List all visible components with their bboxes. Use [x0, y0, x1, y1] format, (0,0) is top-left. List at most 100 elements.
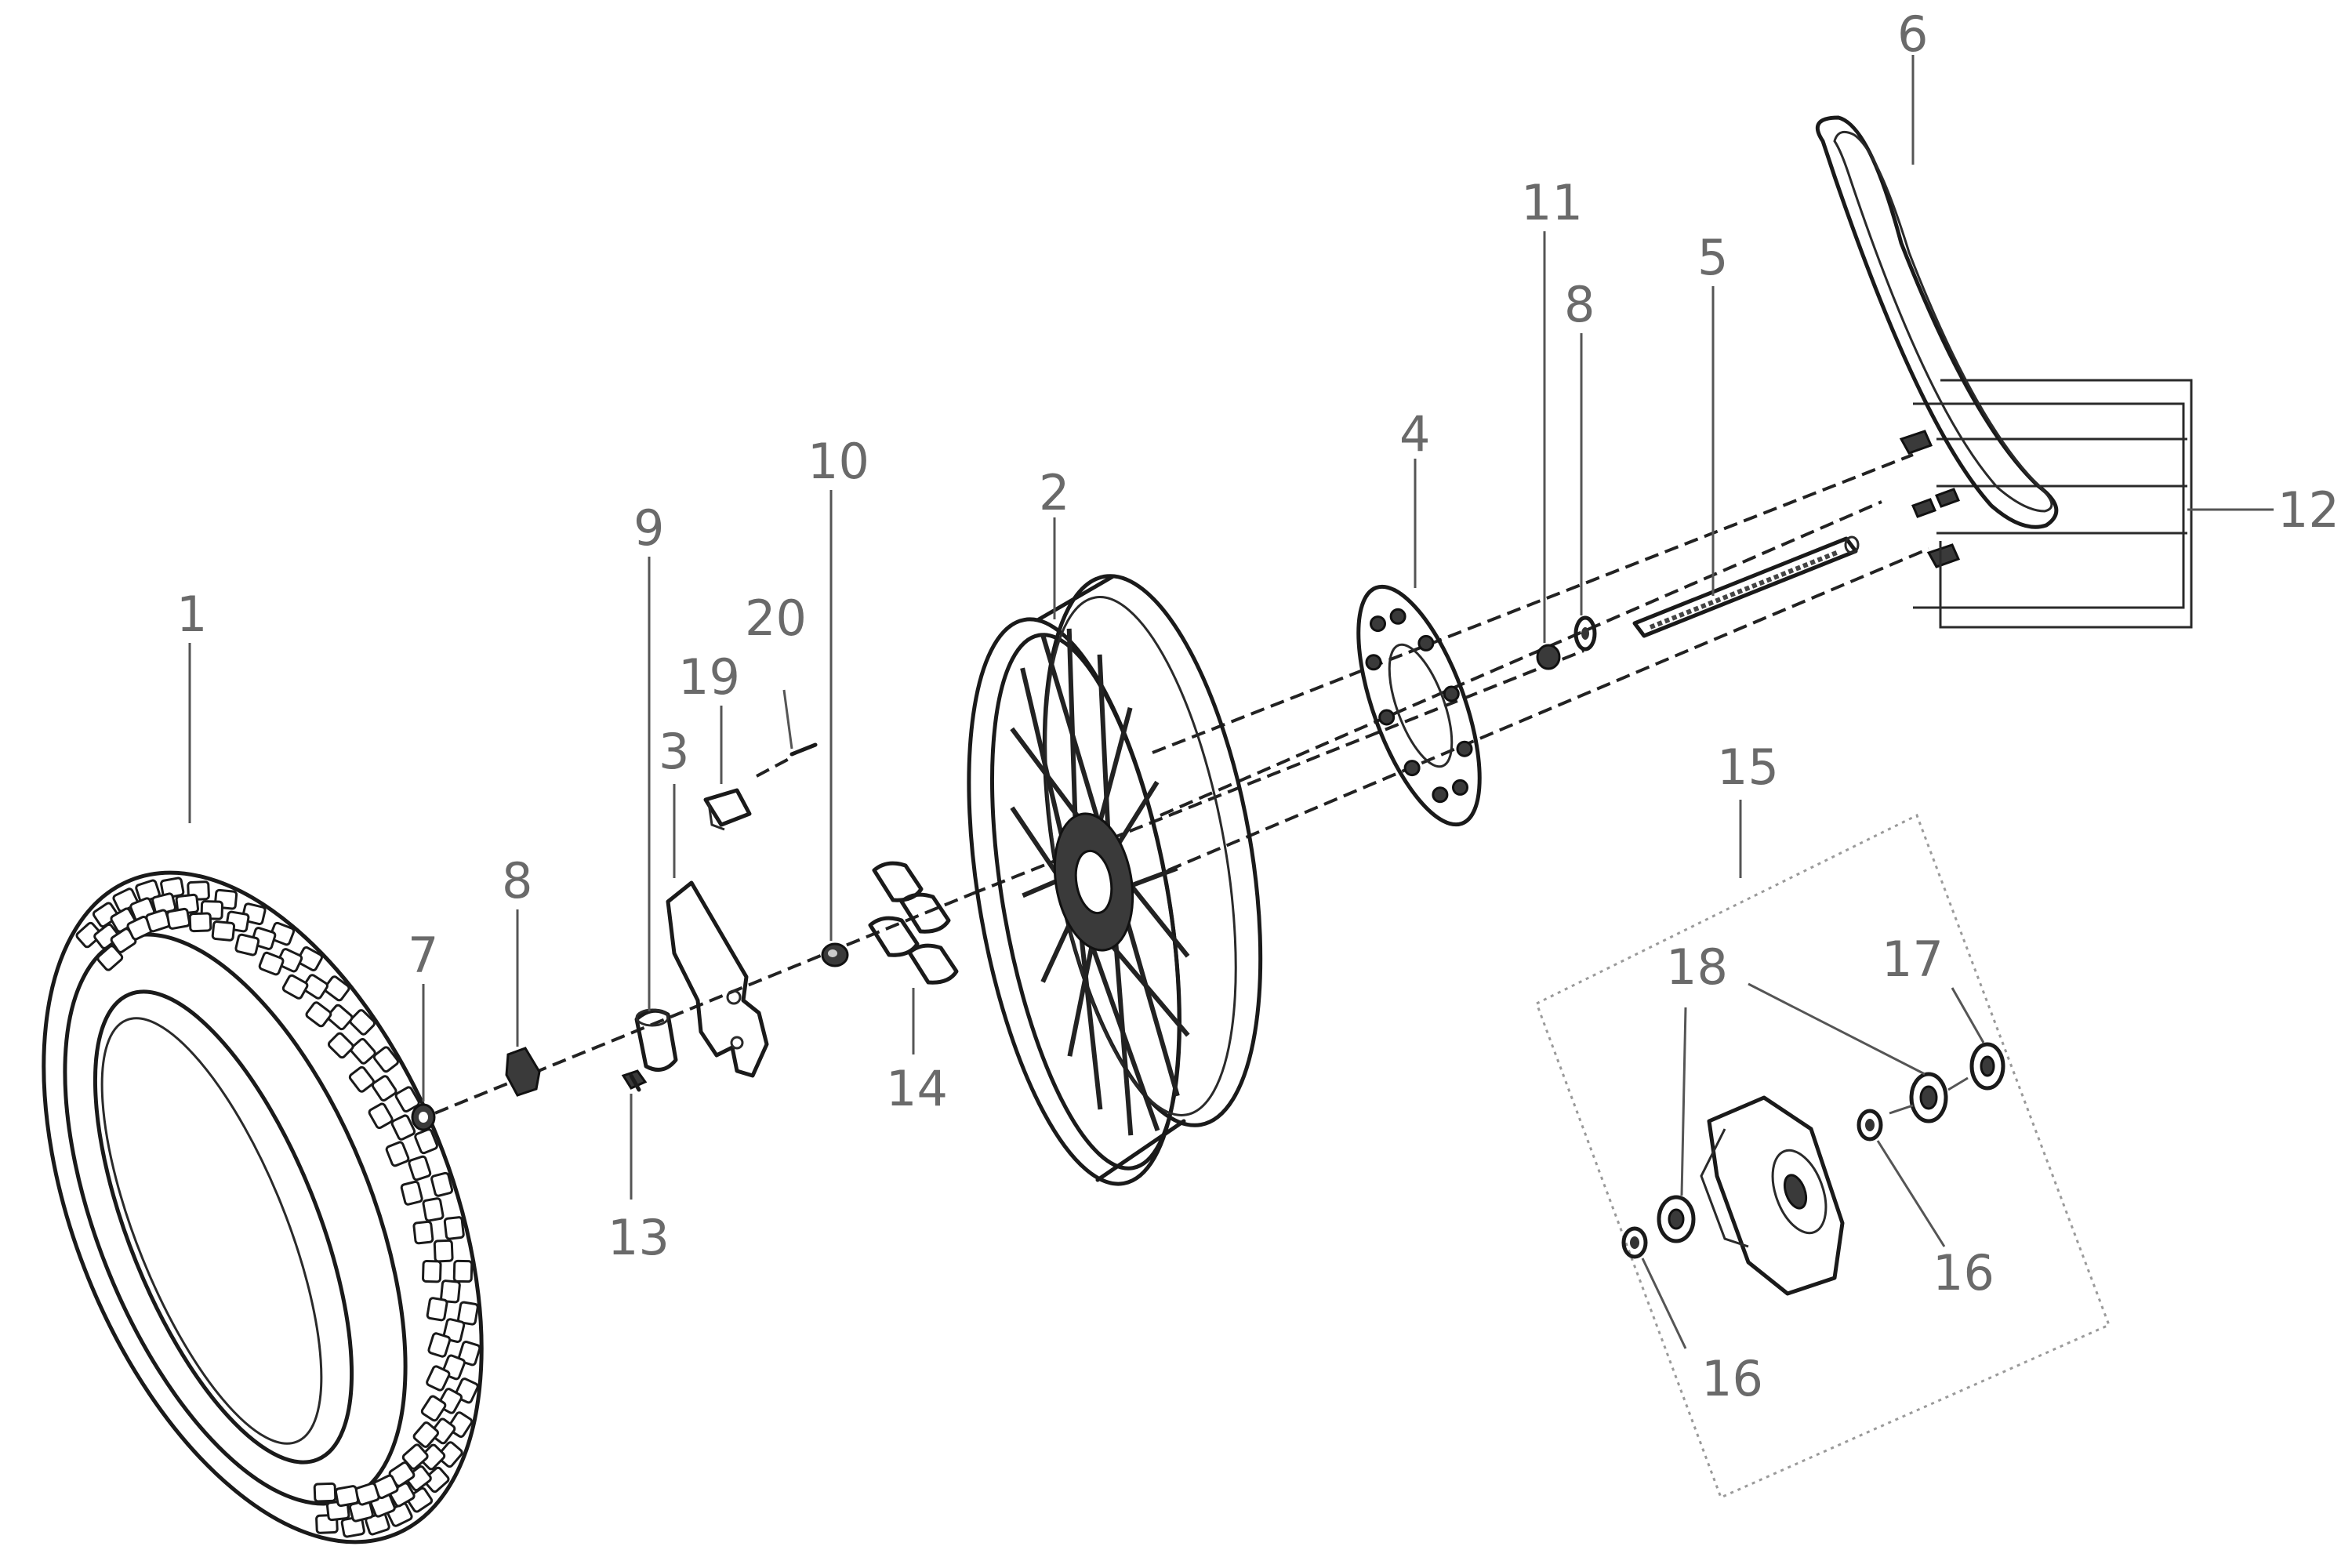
tread-block	[340, 1515, 365, 1538]
label-20: 20	[745, 590, 807, 647]
spacer	[634, 1008, 678, 1072]
washer-right	[1573, 615, 1597, 652]
tread-block	[305, 1001, 332, 1028]
hub-spacer-right	[1857, 1109, 1883, 1142]
tread-block	[437, 1441, 463, 1468]
hub-spacer-left	[1621, 1226, 1648, 1259]
tread-block	[422, 1259, 442, 1283]
label-3: 3	[659, 723, 689, 780]
tread-block	[372, 1046, 399, 1073]
tread-block	[412, 1220, 434, 1245]
tread-block	[400, 1180, 423, 1206]
tread-block	[160, 877, 185, 899]
tread-block	[457, 1341, 481, 1367]
square-nut	[703, 788, 752, 831]
tread-block	[327, 1032, 354, 1059]
tread-block	[334, 1485, 360, 1508]
collar	[821, 942, 849, 967]
tread-block	[426, 1365, 451, 1392]
label-4: 4	[1399, 405, 1430, 463]
label-19: 19	[678, 648, 740, 706]
label-13: 13	[608, 1209, 670, 1266]
tread-block	[281, 974, 309, 1000]
tread-block	[452, 1259, 474, 1283]
tread-block	[326, 1004, 354, 1031]
label-16-left: 16	[1701, 1350, 1763, 1407]
hub-bearing-left	[1657, 1195, 1696, 1243]
sprocket-hole	[1417, 634, 1435, 652]
tire-tread	[75, 877, 481, 1538]
sprocket-hole	[1452, 779, 1468, 796]
sprocket-hole	[1378, 709, 1396, 726]
tire	[42, 870, 484, 1544]
tread-block	[313, 1482, 337, 1503]
hub-dampers	[868, 861, 959, 985]
sprocket-bolt-holes	[1365, 608, 1473, 804]
label-10: 10	[808, 433, 869, 490]
sprocket-bolts	[1899, 430, 1961, 568]
tread-block	[211, 920, 236, 942]
tread-block	[422, 1197, 445, 1222]
tread-block	[269, 921, 296, 946]
label-17: 17	[1882, 931, 1944, 988]
tread-block	[443, 1216, 465, 1240]
tread-block	[350, 1038, 376, 1065]
drive-chain	[1815, 115, 2059, 529]
tread-block	[368, 1102, 394, 1130]
washer-left	[505, 1047, 541, 1097]
tread-block	[276, 948, 303, 973]
tread-block	[348, 1065, 375, 1093]
tread-block	[296, 946, 323, 971]
sprocket-hole	[1365, 654, 1382, 671]
chain-adjuster-plate	[666, 880, 769, 1078]
sprocket-hole	[1456, 740, 1473, 757]
label-9: 9	[633, 499, 664, 557]
tread-block	[420, 1395, 447, 1422]
tread-block	[423, 1466, 450, 1494]
tread-block	[302, 974, 328, 1000]
label-7: 7	[408, 927, 438, 984]
part-labels: 1 2 3 4 5 6 7 8 8 9 10 11 12 13 14 15 16…	[176, 5, 2339, 1407]
label-8-left: 8	[502, 852, 532, 909]
spoked-wheel-rim	[967, 574, 1263, 1186]
tread-block	[440, 1279, 461, 1304]
tread-block	[430, 1417, 456, 1445]
sprocket-hole	[1389, 608, 1406, 625]
label-8-right: 8	[1564, 276, 1595, 333]
label-12: 12	[2278, 481, 2339, 539]
label-6: 6	[1897, 5, 1928, 63]
tread-block	[390, 1114, 416, 1141]
tread-block	[426, 1297, 448, 1322]
label-2: 2	[1039, 464, 1069, 521]
hub-bearing-right	[1909, 1072, 1948, 1123]
tread-block	[457, 1301, 479, 1326]
leader-lines	[188, 55, 1985, 1349]
tread-block	[349, 1009, 376, 1036]
axle-nut-right	[1536, 644, 1561, 670]
label-11: 11	[1521, 174, 1583, 231]
hub-seal	[1969, 1042, 2005, 1091]
tread-block	[430, 1171, 454, 1197]
bolt-bracket	[1913, 379, 2274, 629]
tread-block	[371, 1075, 397, 1102]
hub-body	[1700, 1095, 1845, 1296]
tread-block	[165, 907, 191, 930]
tread-block	[234, 933, 260, 956]
axle-nut	[411, 1103, 436, 1131]
label-14: 14	[886, 1060, 948, 1117]
screw	[756, 742, 818, 778]
sprocket-hole	[1443, 685, 1460, 702]
tread-block	[414, 1128, 438, 1155]
label-5: 5	[1697, 229, 1728, 286]
tread-block	[419, 1443, 446, 1471]
adjuster-bolt	[621, 1069, 648, 1092]
tread-block	[323, 975, 350, 1002]
sprocket	[1356, 584, 1482, 827]
label-18: 18	[1666, 938, 1728, 996]
sprocket-hole	[1403, 760, 1421, 777]
tread-block	[188, 912, 212, 933]
tread-block	[75, 921, 103, 949]
label-16-right: 16	[1933, 1244, 1994, 1301]
tread-block	[394, 1086, 420, 1112]
